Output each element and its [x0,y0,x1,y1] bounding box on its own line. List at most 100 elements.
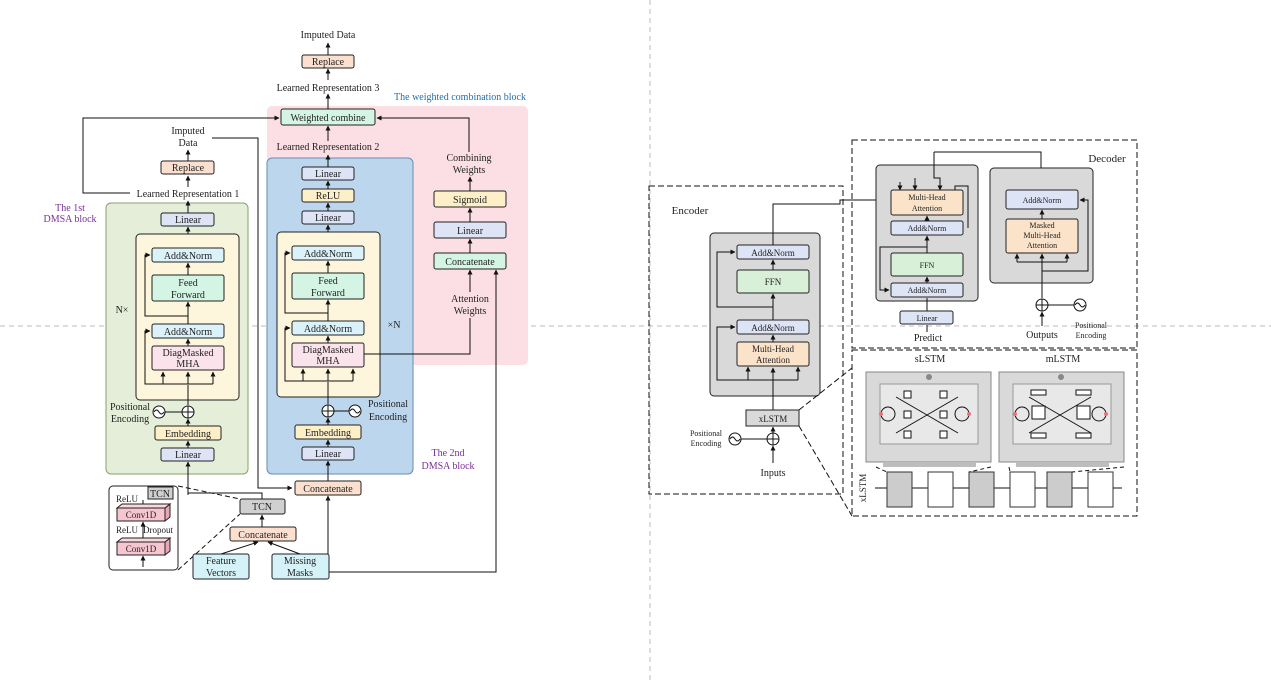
attention-weights-line2: Weights [454,306,487,317]
slstm-block-seq-1 [886,471,913,508]
dmsa-2-title-line1: The 2nd [431,448,464,459]
imputed-data-1-line2: Data [179,138,198,149]
feature-vectors-line2: Vectors [206,568,236,579]
inputs-label: Inputs [761,468,786,479]
dec-masked-line2: Multi-Head [1023,231,1060,240]
dmsa1-addnorm-top-box [151,247,225,263]
enc-mha-line2: Attention [756,355,790,365]
dmsa1-mha-line1: DiagMasked [162,348,213,359]
xlstm-vertical-label: xLSTM [858,474,868,503]
tcn-detail-label: TCN [150,489,170,500]
dmsa-1-title-line1: The 1st [55,203,85,214]
dmsa2-ff-line2: Forward [311,288,345,299]
tcn-relu-2: ReLU [116,525,138,535]
dmsa1-embedding-label: Embedding [165,429,211,440]
dec-mha-line2: Attention [912,204,942,213]
replace-1-label: Replace [172,163,205,174]
enc-pe-line1: Positional [690,429,723,438]
dmsa1-mha-line2: MHA [176,359,200,370]
tcn-dropout: Dropout [143,525,173,535]
missing-masks-line2: Masks [287,568,313,579]
dmsa2-linear-mid-label: Linear [315,213,342,224]
dmsa1-ff-line2: Forward [171,290,205,301]
bottom-concatenate-label: Concatenate [303,484,353,495]
dmsa1-ff-line1: Feed [178,278,197,289]
tcn-label: TCN [252,502,272,513]
xlstm-label: xLSTM [759,414,788,424]
dec-addnorm-mid-label: Add&Norm [908,224,947,233]
mlstm-block-seq-2 [1009,471,1036,508]
decoder-region [851,139,1138,349]
imputed-data-1-line1: Imputed [171,126,204,137]
dec-ffn-label: FFN [920,261,935,270]
dmsa2-addnorm-top-label: Add&Norm [304,249,353,260]
slstm-title: sLSTM [915,354,946,365]
dmsa2-ff-line1: Feed [318,276,337,287]
dmsa2-embedding-label: Embedding [305,428,351,439]
predict-label: Predict [914,333,943,344]
weighted-block-title: The weighted combination block [394,92,526,103]
conv1d-label-top: Conv1D [126,510,157,520]
n-times-right: ×N [388,320,401,331]
encoder-title: Encoder [672,205,709,217]
slstm-block-seq-2 [968,471,995,508]
weighted-combine-label: Weighted combine [290,113,366,124]
dmsa2-addnorm-bottom-label: Add&Norm [304,324,353,335]
pe1-line2: Encoding [111,414,149,425]
n-times-left: N× [116,305,129,316]
attention-weights-line1: Attention [451,294,489,305]
mlstm-block-seq-3 [1087,471,1114,508]
mlstm-title: mLSTM [1046,354,1081,365]
replace-top-label: Replace [312,57,345,68]
dec-masked-line1: Masked [1029,221,1054,230]
tcn-concatenate-label: Concatenate [238,530,288,541]
dmsa2-addnorm-top-box [291,245,365,261]
sigmoid-label: Sigmoid [453,195,487,206]
dmsa1-linear-top-box [160,212,215,227]
dec-linear-box [899,310,954,325]
dmsa2-mha-line1: DiagMasked [302,345,353,356]
combining-weights-line2: Weights [453,165,486,176]
dmsa-2-title-line2: DMSA block [421,461,474,472]
xlstm-box [745,409,800,427]
pe2-line1: Positional [368,399,408,410]
dec-masked-line3: Attention [1027,241,1057,250]
dec-mha-box [890,189,964,216]
bottom-concatenate-box [294,480,362,496]
pe2-line2: Encoding [369,412,407,423]
learned-rep-2-label: Learned Representation 2 [277,142,380,153]
conv1d-label-bottom: Conv1D [126,544,157,554]
dec-pe-line2: Encoding [1076,331,1107,340]
dec-pe-line1: Positional [1075,321,1108,330]
outputs-label: Outputs [1026,330,1058,341]
tcn-relu-1: ReLU [116,494,138,504]
dec-addnorm-bottom-label: Add&Norm [908,286,947,295]
dec-mha-line1: Multi-Head [908,193,945,202]
missing-masks-box [271,553,330,580]
dmsa2-linear-bottom-label: Linear [315,449,342,460]
dmsa2-linear-top-label: Linear [315,169,342,180]
decoder-title: Decoder [1088,153,1126,165]
dec-linear-label: Linear [917,314,938,323]
slstm-block-seq-3 [1046,471,1073,508]
enc-pe-line2: Encoding [691,439,722,448]
weighted-linear-label: Linear [457,226,484,237]
learned-rep-3-label: Learned Representation 3 [277,83,380,94]
dmsa1-linear-top-label: Linear [175,215,202,226]
dmsa-1-title-line2: DMSA block [43,214,96,225]
learned-rep-1-label: Learned Representation 1 [137,189,240,200]
enc-mha-line1: Multi-Head [752,344,794,354]
dec-addnorm-top-label: Add&Norm [1023,196,1062,205]
enc-addnorm-bottom-label: Add&Norm [751,323,795,333]
weighted-concatenate-label: Concatenate [445,257,495,268]
dmsa1-linear-bottom-label: Linear [175,450,202,461]
imputed-data-top-label: Imputed Data [301,30,356,41]
enc-ffn-label: FFN [765,277,782,287]
combining-weights-line1: Combining [446,153,491,164]
missing-masks-line1: Missing [284,556,316,567]
pe1-line1: Positional [110,402,150,413]
mlstm-block-seq-1 [927,471,954,508]
dmsa2-relu-label: ReLU [316,191,341,202]
dmsa2-mha-line2: MHA [316,356,340,367]
